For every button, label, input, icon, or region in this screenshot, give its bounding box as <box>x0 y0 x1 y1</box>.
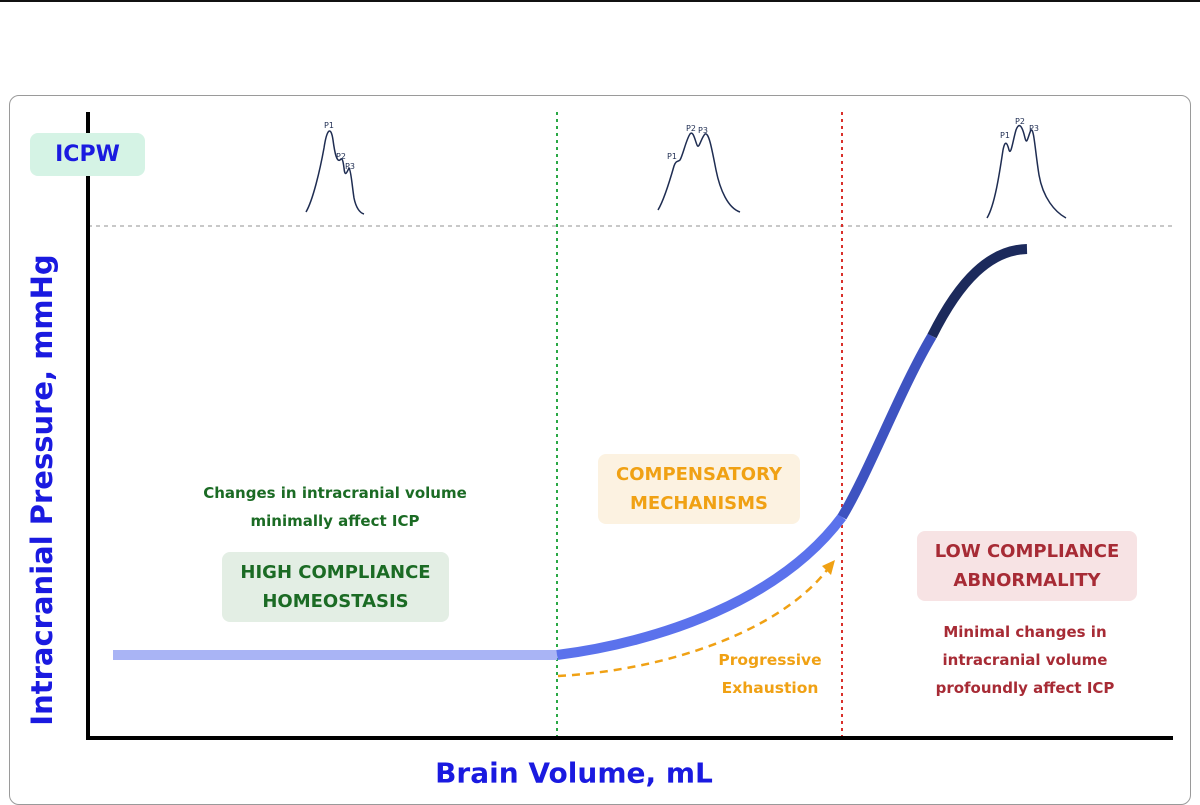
compensatory-line-2: MECHANISMS <box>629 493 768 514</box>
waveform-2 <box>657 132 741 213</box>
waveform-3-p1: P1 <box>1000 131 1010 140</box>
high-compliance-note-line-2: minimally affect ICP <box>250 512 420 530</box>
curve-steep-segment <box>837 333 937 520</box>
y-axis-label: Intracranial Pressure, mmHg <box>25 254 59 726</box>
curve-rising-segment <box>556 514 847 660</box>
low-compliance-note: Minimal changes in intracranial volume p… <box>905 618 1145 702</box>
low-compliance-badge: LOW COMPLIANCE ABNORMALITY <box>917 531 1137 601</box>
low-compliance-note-line-1: Minimal changes in <box>943 623 1107 641</box>
curve-plateau-segment <box>927 244 1028 339</box>
waveform-3-p3: P3 <box>1029 124 1039 133</box>
high-compliance-note: Changes in intracranial volume minimally… <box>185 479 485 535</box>
progressive-note-line-2: Exhaustion <box>721 679 819 697</box>
waveform-1-p2: P2 <box>336 152 346 161</box>
progressive-exhaustion-note: Progressive Exhaustion <box>680 646 860 702</box>
low-compliance-line-1: LOW COMPLIANCE <box>934 541 1120 562</box>
waveform-1-p3: P3 <box>345 162 355 171</box>
progressive-note-line-1: Progressive <box>718 651 822 669</box>
waveform-2-p1: P1 <box>667 152 677 161</box>
waveform-1 <box>305 130 365 215</box>
compensatory-badge: COMPENSATORY MECHANISMS <box>598 454 800 524</box>
compensatory-line-1: COMPENSATORY <box>616 464 782 485</box>
waveform-3-p2: P2 <box>1015 117 1025 126</box>
icpw-badge: ICPW <box>30 133 145 176</box>
x-axis-label: Brain Volume, mL <box>435 756 713 790</box>
top-rule <box>0 0 1200 2</box>
figure-frame <box>9 95 1191 805</box>
low-compliance-line-2: ABNORMALITY <box>953 570 1101 591</box>
high-compliance-line-2: HOMEOSTASIS <box>262 591 409 612</box>
high-compliance-note-line-1: Changes in intracranial volume <box>203 484 467 502</box>
high-compliance-line-1: HIGH COMPLIANCE <box>240 562 431 583</box>
arrowhead-icon <box>822 560 835 575</box>
waveform-2-p2: P2 <box>686 124 696 133</box>
waveform-2-p3: P3 <box>698 126 708 135</box>
progressive-exhaustion-arrow <box>557 569 828 678</box>
waveform-1-p1: P1 <box>324 121 334 130</box>
waveform-3 <box>986 124 1067 219</box>
low-compliance-note-line-2: intracranial volume <box>942 651 1108 669</box>
high-compliance-badge: HIGH COMPLIANCE HOMEOSTASIS <box>222 552 449 622</box>
low-compliance-note-line-3: profoundly affect ICP <box>935 679 1115 697</box>
